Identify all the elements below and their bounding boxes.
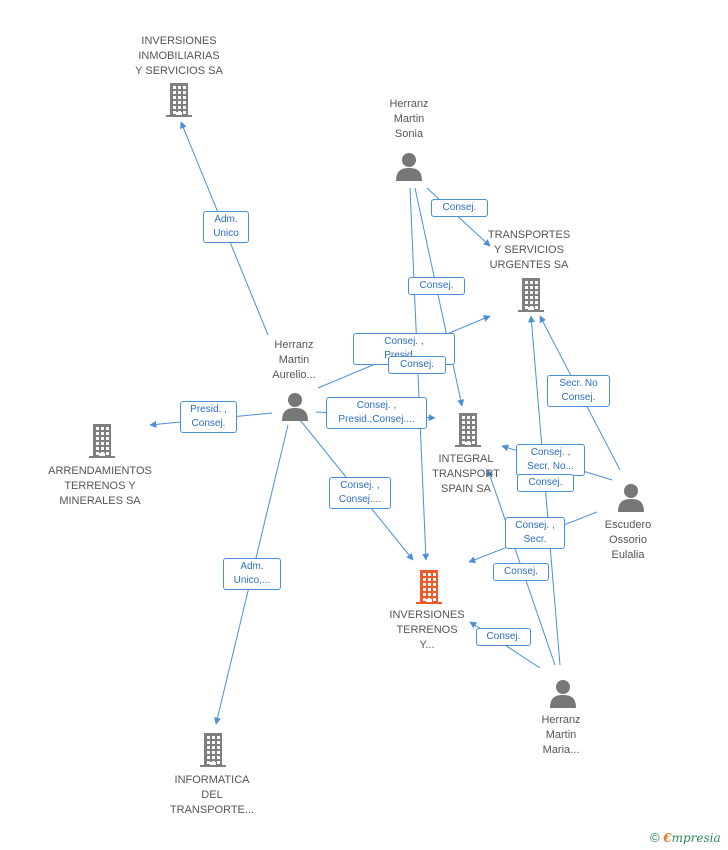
company-label[interactable]: TRANSPORTES Y SERVICIOS URGENTES SA [487,229,571,271]
relation-label[interactable]: Consej. , Secr. [505,517,565,549]
building-icon[interactable] [453,413,483,452]
relation-label[interactable]: Consej. [517,474,574,492]
copyright-symbol: © [650,830,660,845]
building-icon[interactable] [198,733,228,772]
relation-label[interactable]: Consej. [388,356,446,374]
relation-label[interactable]: Consej. [476,628,531,646]
building-icon[interactable] [87,424,117,463]
relation-label[interactable]: Consej. , Consej.... [329,477,391,509]
relation-label[interactable]: Adm. Unico,... [223,558,281,590]
person-label[interactable]: Herranz Martin Sonia [389,98,429,140]
relation-label[interactable]: Adm. Unico [203,211,249,243]
person-icon[interactable] [394,151,424,186]
person-label[interactable]: Herranz Martin Aurelio... [272,339,316,381]
relation-label[interactable]: Consej. [493,563,549,581]
relation-label[interactable]: Consej. [431,199,488,217]
edge-line [409,187,430,561]
person-label[interactable]: Escudero Ossorio Eulalia [604,519,652,561]
edge-line [414,187,465,407]
brand-logo: €mpresia [663,831,721,845]
company-label[interactable]: INVERSIONES INMOBILIARIAS Y SERVICIOS SA [135,35,223,77]
relation-label[interactable]: Presid. , Consej. [180,401,237,433]
building-icon[interactable] [414,570,444,609]
relation-label[interactable]: Consej. , Secr. No... [516,444,585,476]
person-icon[interactable] [280,391,310,426]
company-label[interactable]: INFORMATICA DEL TRANSPORTE... [169,774,255,816]
edge-line [426,187,491,247]
building-icon[interactable] [516,278,546,317]
person-label[interactable]: Herranz Martin Maria... [541,714,581,756]
company-label[interactable]: INTEGRAL TRANSPORT SPAIN SA [432,453,500,495]
person-icon[interactable] [548,678,578,713]
relation-label[interactable]: Consej. [408,277,465,295]
relation-label[interactable]: Consej. , Presid.,Consej.... [326,397,427,429]
building-icon[interactable] [164,83,194,122]
footer-brand[interactable]: © €mpresia [650,830,721,845]
company-label[interactable]: ARRENDAMIENTOS TERRENOS Y MINERALES SA [48,465,152,507]
person-icon[interactable] [616,482,646,517]
company-label[interactable]: INVERSIONES TERRENOS Y... [389,609,465,651]
relation-label[interactable]: Secr. No Consej. [547,375,610,407]
